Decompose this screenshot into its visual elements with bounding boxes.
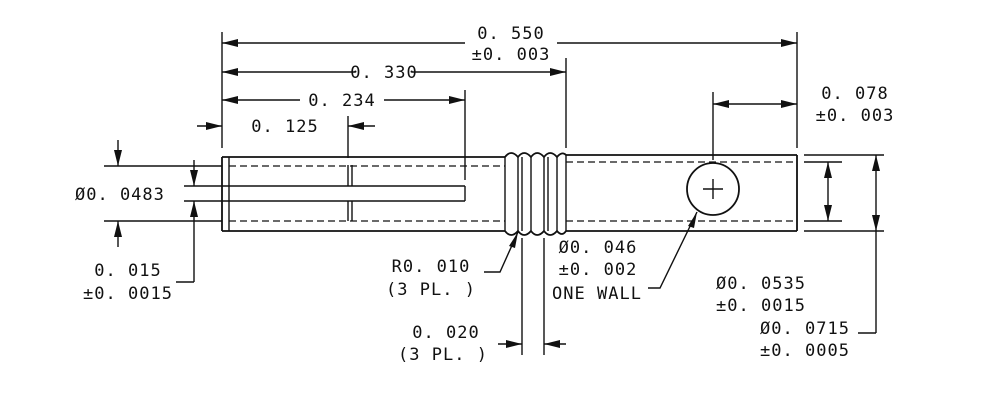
cross-hole-tolerance: ±0. 002 <box>559 260 638 280</box>
dim-outer-diameter <box>858 155 880 334</box>
part-outline <box>221 154 798 232</box>
labels: 0. 550 ±0. 003 0. 330 0. 234 0. 125 0. 0… <box>75 24 895 365</box>
dim-078-label: 0. 078 <box>821 84 888 104</box>
dim-078-tolerance: ±0. 003 <box>816 106 895 126</box>
cross-hole <box>686 162 740 216</box>
outer-diameter-tolerance: ±0. 0005 <box>760 341 850 361</box>
overall-length-tolerance: ±0. 003 <box>472 45 551 65</box>
dim-078 <box>713 100 797 108</box>
dim-234-label: 0. 234 <box>308 91 375 111</box>
cross-hole-label: Ø0. 046 <box>559 238 638 258</box>
slot-width-label: 0. 015 <box>94 261 161 281</box>
dim-125-label: 0. 125 <box>251 117 318 137</box>
leader-cross-hole <box>648 211 698 289</box>
slot <box>222 157 466 231</box>
inner-diameter-label: Ø0. 0535 <box>716 274 806 294</box>
bore-hidden-lines <box>229 161 797 222</box>
groove-radius-note: (3 PL. ) <box>386 280 476 300</box>
dim-slot-width <box>176 160 198 283</box>
leader-groove-radius <box>484 231 519 273</box>
dim-125 <box>197 122 375 130</box>
groove-width-label: 0. 020 <box>412 323 479 343</box>
extension-lines <box>104 32 884 355</box>
dim-330 <box>222 68 566 76</box>
dim-groove-width <box>498 340 566 348</box>
outer-diameter-label: Ø0. 0715 <box>760 319 850 339</box>
inner-diameter-tolerance: ±0. 0015 <box>716 296 806 316</box>
groove-width-note: (3 PL. ) <box>398 345 488 365</box>
grooves <box>504 152 567 236</box>
bore-diameter-label: Ø0. 0483 <box>75 185 165 205</box>
groove-radius-label: R0. 010 <box>392 257 471 277</box>
dim-bore-diameter <box>114 140 122 247</box>
slot-width-tolerance: ±0. 0015 <box>83 284 173 304</box>
overall-length-label: 0. 550 <box>477 24 544 44</box>
dim-234 <box>222 96 465 104</box>
cross-hole-note: ONE WALL <box>552 284 642 304</box>
dim-overall-length <box>222 39 797 47</box>
dim-330-label: 0. 330 <box>350 63 417 83</box>
dim-inner-diameter <box>824 162 832 221</box>
